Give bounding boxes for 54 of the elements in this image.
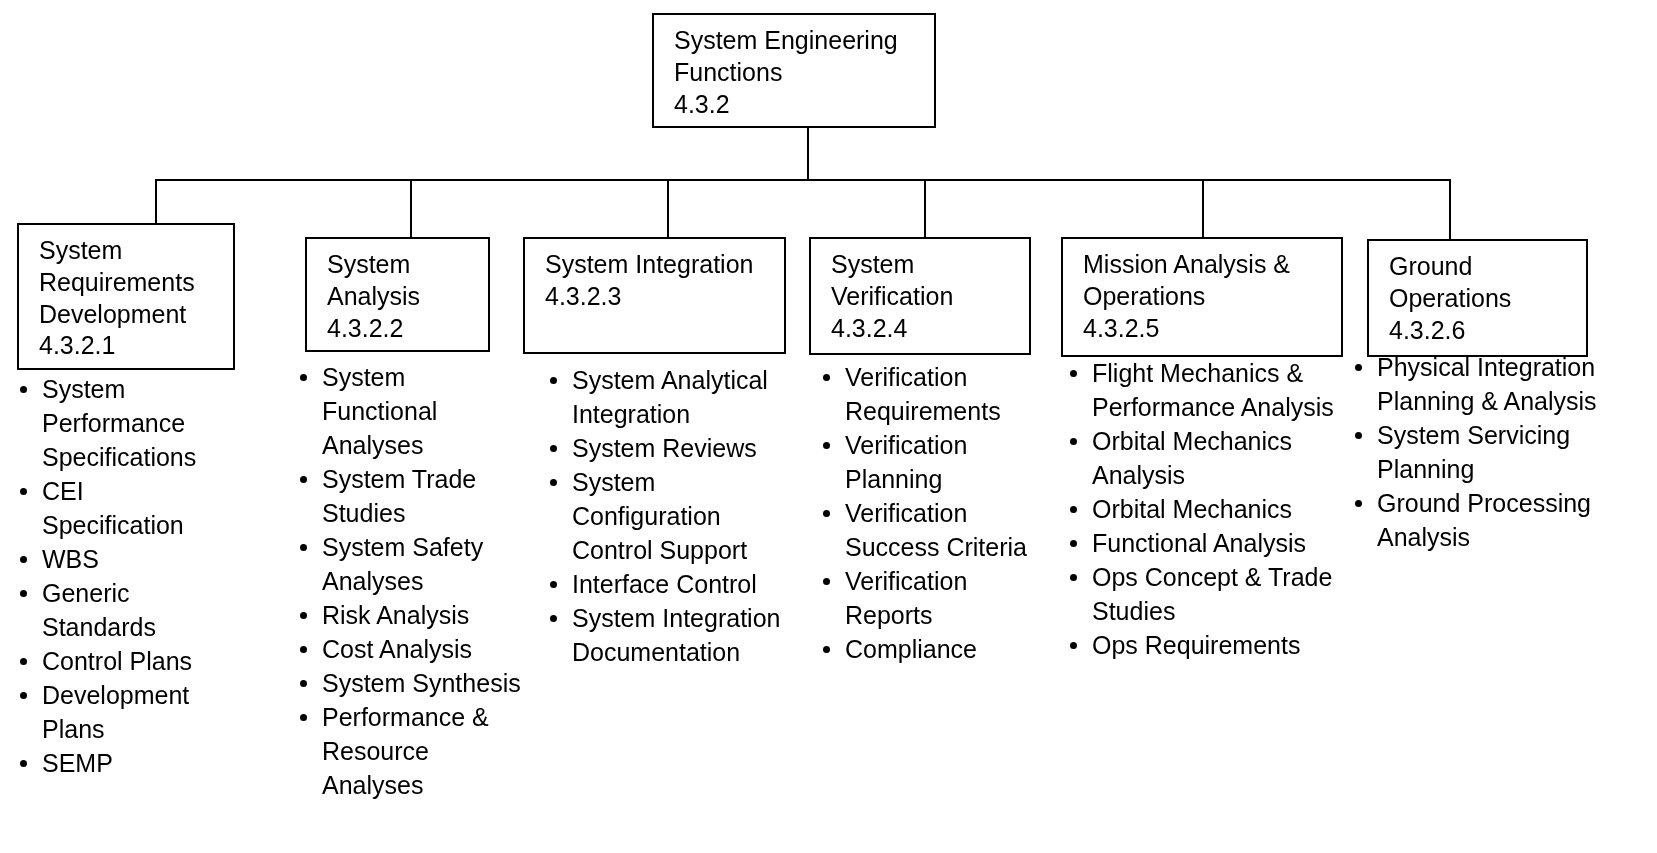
section-number: 4.3.2.1 [39, 330, 117, 362]
function-title: Ground Operations [1389, 251, 1513, 314]
function-title: System Analysis [327, 249, 422, 312]
bullet-text: Risk Analysis [322, 601, 470, 629]
bullet-text: Orbital Mechanics Analysis [1092, 427, 1293, 489]
bullet-text: Ground Processing Analysis [1377, 489, 1591, 551]
bullet-text: Cost Analysis [322, 635, 473, 663]
bullet-text: System Reviews [572, 434, 757, 462]
bullet-text: CEI Specification [42, 477, 184, 539]
section-number: 4.3.2.3 [545, 280, 623, 312]
section-number: 4.3.2.5 [1083, 312, 1161, 344]
bullet-text: Control Plans [42, 647, 193, 675]
bullet-text: System Performance Specifications [42, 375, 197, 471]
bullet-text: Verification Success Criteria [845, 499, 1027, 561]
bullet-text: Interface Control [572, 570, 757, 598]
function-box [809, 237, 1031, 355]
function-title: System Integration [545, 249, 755, 280]
section-number: 4.3.2.4 [831, 312, 909, 344]
bullet-text: System Functional Analyses [322, 363, 438, 459]
bullet-text: System Integration Documentation [572, 604, 781, 666]
bullet-text: Performance & Resource Analyses [322, 703, 489, 799]
bullet-text: Physical Integration Planning & Analysis [1377, 353, 1597, 415]
function-title: System Engineering Functions [674, 25, 899, 88]
function-title: System Verification [831, 249, 955, 312]
function-title: System Requirements Development [39, 235, 196, 330]
section-number: 4.3.2.6 [1389, 314, 1467, 346]
function-box [1367, 239, 1588, 357]
bullet-text: System Safety Analyses [322, 533, 484, 595]
function-box [652, 13, 936, 129]
function-box [1061, 237, 1343, 357]
bullet-text: Generic Standards [42, 579, 156, 641]
bullet-text: WBS [42, 545, 99, 573]
bullet-text: System Trade Studies [322, 465, 477, 527]
bullet-text: Compliance [845, 635, 977, 663]
function-box [17, 223, 235, 370]
function-box [523, 237, 786, 354]
bullet-text: System Servicing Planning [1377, 421, 1571, 483]
bullet-text: Ops Concept & Trade Studies [1092, 563, 1333, 625]
bullet-text: Verification Planning [845, 431, 968, 493]
section-number: 4.3.2 [674, 88, 731, 120]
bullet-text: Verification Requirements [845, 363, 1001, 425]
bullet-text: Verification Reports [845, 567, 968, 629]
bullet-text: Flight Mechanics & Performance Analysis [1092, 359, 1334, 421]
bullet-text: Functional Analysis [1092, 529, 1306, 557]
function-title: Mission Analysis & Operations [1083, 249, 1292, 312]
bullet-text: System Analytical Integration [572, 366, 768, 428]
bullet-text: Orbital Mechanics [1092, 495, 1293, 523]
function-box [305, 237, 490, 353]
section-number: 4.3.2.2 [327, 312, 405, 344]
bullet-text: Development Plans [42, 681, 190, 743]
bullet-text: System Configuration Control Support [572, 468, 748, 564]
bullet-text: SEMP [42, 749, 113, 777]
bullet-text: Ops Requirements [1092, 631, 1301, 659]
bullet-text: System Synthesis [322, 669, 521, 697]
